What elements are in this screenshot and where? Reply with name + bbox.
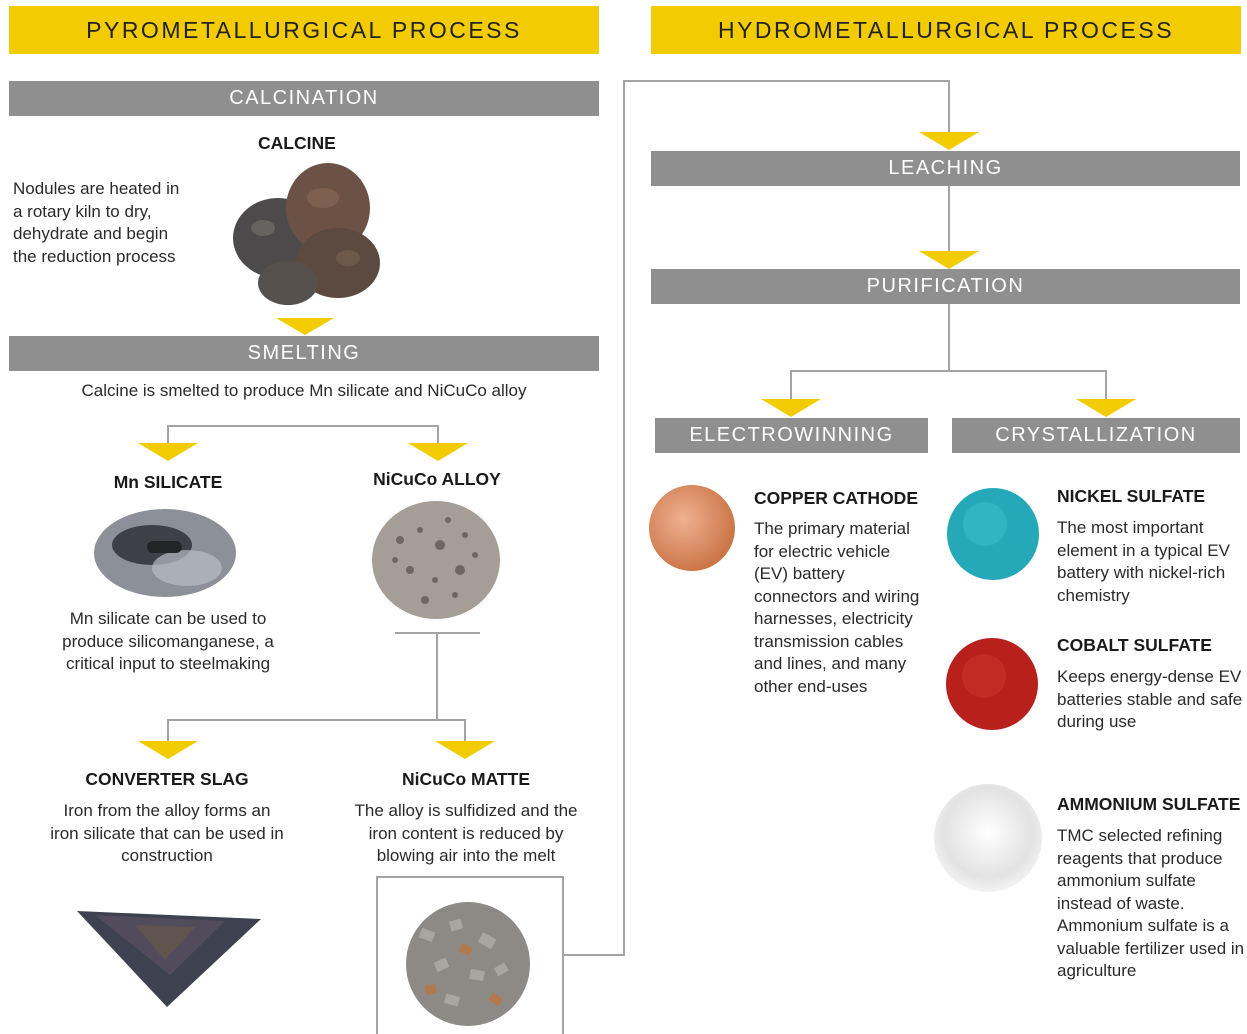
nicuco-alloy-title: NiCuCo ALLOY bbox=[373, 469, 501, 489]
nicuco-matte-title: NiCuCo MATTE bbox=[402, 769, 530, 789]
arrow-calcine-to-smelting bbox=[276, 318, 334, 335]
electrowinning-step: ELECTROWINNING bbox=[655, 418, 928, 453]
cobalt-sulfate-desc: Keeps energy-dense EV batteries stable a… bbox=[1057, 667, 1243, 731]
mn-silicate-desc: Mn silicate can be used to produce silic… bbox=[62, 609, 274, 673]
arrow-to-nicuco-alloy bbox=[408, 443, 468, 461]
leaching-step: LEACHING bbox=[651, 151, 1240, 186]
smelting-step: SMELTING bbox=[9, 336, 599, 371]
copper-cathode-title: COPPER CATHODE bbox=[754, 488, 918, 508]
copper-cathode-desc: The primary material for electric vehicl… bbox=[754, 519, 920, 696]
arrow-to-electrowinning bbox=[761, 399, 821, 417]
arrow-to-leaching bbox=[919, 132, 979, 150]
calcine-title: CALCINE bbox=[258, 133, 336, 153]
purification-step: PURIFICATION bbox=[651, 269, 1240, 304]
arrow-to-purification bbox=[919, 251, 979, 269]
ammonium-sulfate-desc: TMC selected refining reagents that prod… bbox=[1057, 826, 1245, 980]
arrow-to-mn-silicate bbox=[138, 443, 198, 461]
hydro-header: HYDROMETALLURGICAL PROCESS bbox=[651, 6, 1241, 54]
crystallization-step: CRYSTALLIZATION bbox=[952, 418, 1240, 453]
calcine-desc: Nodules are heated in a rotary kiln to d… bbox=[13, 179, 180, 266]
converter-slag-desc: Iron from the alloy forms an iron silica… bbox=[50, 801, 284, 865]
arrow-to-crystallization bbox=[1076, 399, 1136, 417]
smelting-desc: Calcine is smelted to produce Mn silicat… bbox=[81, 381, 527, 400]
nicuco-matte-image bbox=[406, 902, 530, 1026]
ammonium-sulfate-title: AMMONIUM SULFATE bbox=[1057, 794, 1241, 814]
arrow-to-converter-slag bbox=[138, 741, 198, 759]
arrow-to-nicuco-matte bbox=[435, 741, 495, 759]
calcine-nodule-image bbox=[233, 163, 380, 305]
cobalt-sulfate-title: COBALT SULFATE bbox=[1057, 635, 1212, 655]
nicuco-alloy-image bbox=[372, 501, 500, 619]
nicuco-matte-desc: The alloy is sulfidized and the iron con… bbox=[354, 801, 578, 865]
calcination-step: CALCINATION bbox=[9, 81, 599, 116]
converter-slag-title: CONVERTER SLAG bbox=[85, 769, 249, 789]
nickel-sulfate-image bbox=[947, 488, 1039, 580]
converter-slag-image bbox=[77, 911, 261, 1007]
mn-silicate-title: Mn SILICATE bbox=[113, 472, 223, 492]
mn-silicate-image bbox=[94, 509, 236, 597]
ammonium-sulfate-image bbox=[934, 784, 1042, 892]
cobalt-sulfate-image bbox=[946, 638, 1038, 730]
nickel-sulfate-desc: The most important element in a typical … bbox=[1057, 518, 1230, 605]
copper-cathode-image bbox=[649, 485, 735, 571]
pyro-header: PYROMETALLURGICAL PROCESS bbox=[9, 6, 599, 54]
nickel-sulfate-title: NICKEL SULFATE bbox=[1057, 486, 1206, 506]
